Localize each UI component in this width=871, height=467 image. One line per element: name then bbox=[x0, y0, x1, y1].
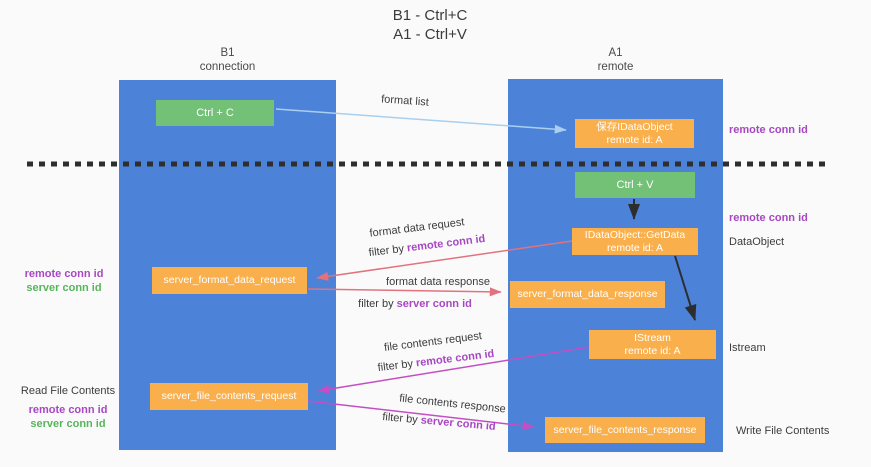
write-file-contents-annotation: Write File Contents bbox=[736, 425, 830, 437]
getdata-line1: IDataObject::GetData bbox=[584, 229, 686, 241]
title-line-1: B1 - Ctrl+C bbox=[392, 7, 468, 24]
file-contents-response-arrow bbox=[307, 400, 535, 431]
read-file-contents-annotation-group: Read File Contents remote conn id server… bbox=[14, 384, 122, 431]
right-column-subtitle: remote bbox=[597, 61, 634, 73]
istream-annotation: Istream bbox=[729, 342, 766, 354]
server-file-contents-response-box: server_file_contents_response bbox=[545, 417, 705, 443]
remote-conn-id-annotation-top-right: remote conn id bbox=[729, 124, 808, 136]
right-column-title: A1 bbox=[608, 47, 623, 59]
remote-conn-id-annotation-mid-right: remote conn id bbox=[729, 212, 808, 224]
getdata-to-istream-arrow bbox=[674, 255, 697, 321]
getdata-line2: remote id: A bbox=[606, 241, 664, 254]
ctrl-v-label: Ctrl + V bbox=[616, 178, 654, 191]
file-contents-request-arrow bbox=[317, 346, 590, 394]
format-list-arrow bbox=[275, 108, 567, 134]
server-conn-id-annotation-left: server conn id bbox=[26, 282, 102, 294]
istream-line1: IStream bbox=[634, 332, 671, 344]
diagram-title: B1 - Ctrl+C A1 - Ctrl+V bbox=[130, 6, 730, 44]
remote-conn-id-annotation-left: remote conn id bbox=[24, 268, 104, 280]
server-format-data-response-box: server_format_data_response bbox=[510, 281, 665, 308]
remote-conn-id-annotation-bottom-left: remote conn id bbox=[28, 404, 108, 416]
server-format-data-request-label: server_format_data_request bbox=[163, 274, 296, 287]
filter-by-server-conn-label-1: filter by server conn id bbox=[335, 298, 495, 310]
store-idataobject-line1: 保存IDataObject bbox=[596, 121, 673, 133]
format-data-response-arrow bbox=[307, 287, 502, 297]
idataobject-getdata-box: IDataObject::GetData remote id: A bbox=[572, 228, 698, 255]
title-line-2: A1 - Ctrl+V bbox=[393, 26, 467, 43]
ctrl-v-box: Ctrl + V bbox=[575, 172, 695, 198]
ctrl-c-box: Ctrl + C bbox=[156, 100, 274, 126]
store-idataobject-line2: remote id: A bbox=[606, 133, 663, 146]
istream-line2: remote id: A bbox=[624, 344, 681, 357]
store-idataobject-box: 保存IDataObject remote id: A bbox=[575, 119, 694, 148]
left-column-title: B1 bbox=[220, 47, 235, 59]
server-file-contents-request-label: server_file_contents_request bbox=[161, 390, 297, 403]
server-conn-id-annotation-bottom-left: server conn id bbox=[30, 418, 106, 430]
server-conn-id-text: server conn id bbox=[396, 298, 472, 310]
istream-box: IStream remote id: A bbox=[589, 330, 716, 359]
right-column-header: A1 remote bbox=[508, 46, 723, 74]
format-data-response-label: format data response bbox=[386, 276, 490, 288]
ctrl-c-label: Ctrl + C bbox=[196, 106, 234, 119]
left-column-header: B1 connection bbox=[119, 46, 336, 74]
server-format-data-response-label: server_format_data_response bbox=[517, 288, 658, 301]
filter-by-text: filter by bbox=[358, 298, 397, 310]
format-data-request-arrow bbox=[316, 240, 573, 281]
left-column-subtitle: connection bbox=[199, 61, 256, 73]
dataobject-annotation: DataObject bbox=[729, 236, 785, 248]
server-format-data-request-box: server_format_data_request bbox=[152, 267, 307, 294]
server-file-contents-response-label: server_file_contents_response bbox=[553, 423, 697, 436]
read-file-contents-annotation: Read File Contents bbox=[20, 385, 116, 397]
server-file-contents-request-box: server_file_contents_request bbox=[150, 383, 308, 410]
left-conn-id-annotation-group: remote conn id server conn id bbox=[18, 267, 110, 295]
